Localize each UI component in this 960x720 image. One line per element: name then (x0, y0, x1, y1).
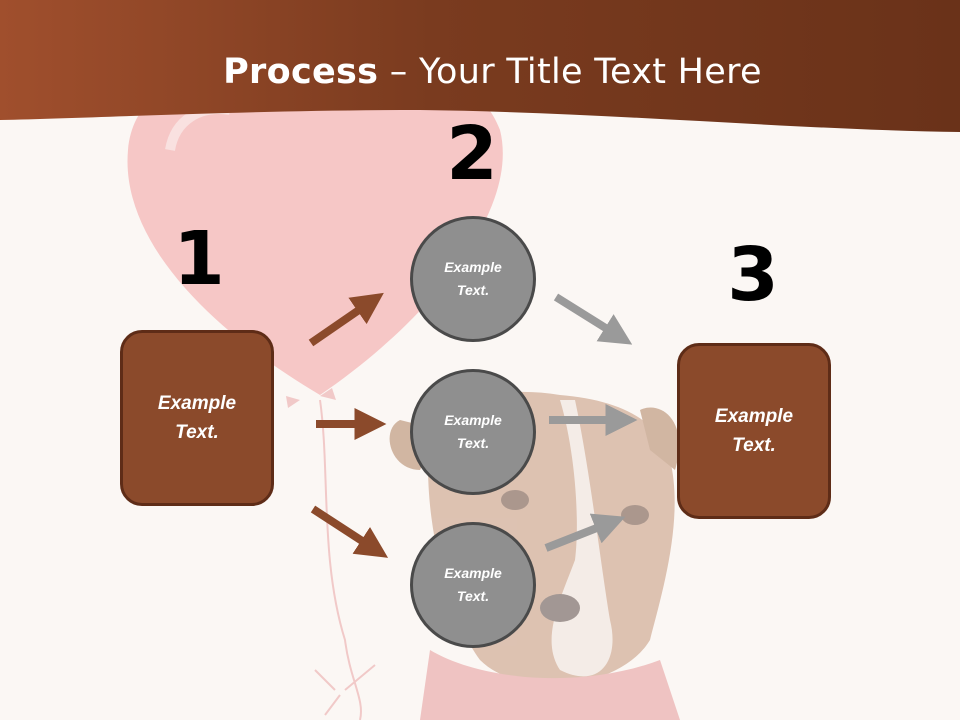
step-1-box[interactable]: Example Text. (120, 330, 274, 506)
step-number-1: 1 (173, 216, 225, 302)
step-number-3: 3 (727, 232, 779, 318)
arrow-2-to-3-bottom (544, 513, 626, 552)
circle-top-line-1: Example (444, 259, 502, 275)
circle-middle-line-2: Text. (456, 435, 490, 451)
step-3-line-1: Example (714, 406, 794, 427)
circle-middle-line-1: Example (444, 412, 502, 428)
step-number-2: 2 (446, 111, 498, 197)
title-band (0, 0, 960, 132)
circle-middle-text: Example Text. (423, 409, 523, 455)
circle-top-line-2: Text. (456, 282, 490, 298)
arrow-1-to-2-top (308, 292, 384, 347)
step-3-line-2: Text. (732, 435, 776, 456)
step-1-line-1: Example (157, 393, 237, 414)
page-title: Process – Your Title Text Here (0, 52, 960, 92)
step-1-box-text: Example Text. (137, 389, 257, 447)
step-2-circle-middle[interactable]: Example Text. (410, 369, 536, 495)
arrow-1-to-2-bottom (310, 505, 389, 558)
circle-top-text: Example Text. (423, 256, 523, 302)
circle-bottom-line-1: Example (444, 565, 502, 581)
step-2-circle-bottom[interactable]: Example Text. (410, 522, 536, 648)
step-1-line-2: Text. (175, 422, 219, 443)
step-3-box-text: Example Text. (694, 402, 814, 460)
title-rest: – Your Title Text Here (378, 52, 762, 92)
circle-bottom-line-2: Text. (456, 588, 490, 604)
arrow-2-to-3-top (553, 293, 633, 345)
circle-bottom-text: Example Text. (423, 562, 523, 608)
title-bold: Process (223, 52, 379, 92)
step-3-box[interactable]: Example Text. (677, 343, 831, 519)
step-2-circle-top[interactable]: Example Text. (410, 216, 536, 342)
